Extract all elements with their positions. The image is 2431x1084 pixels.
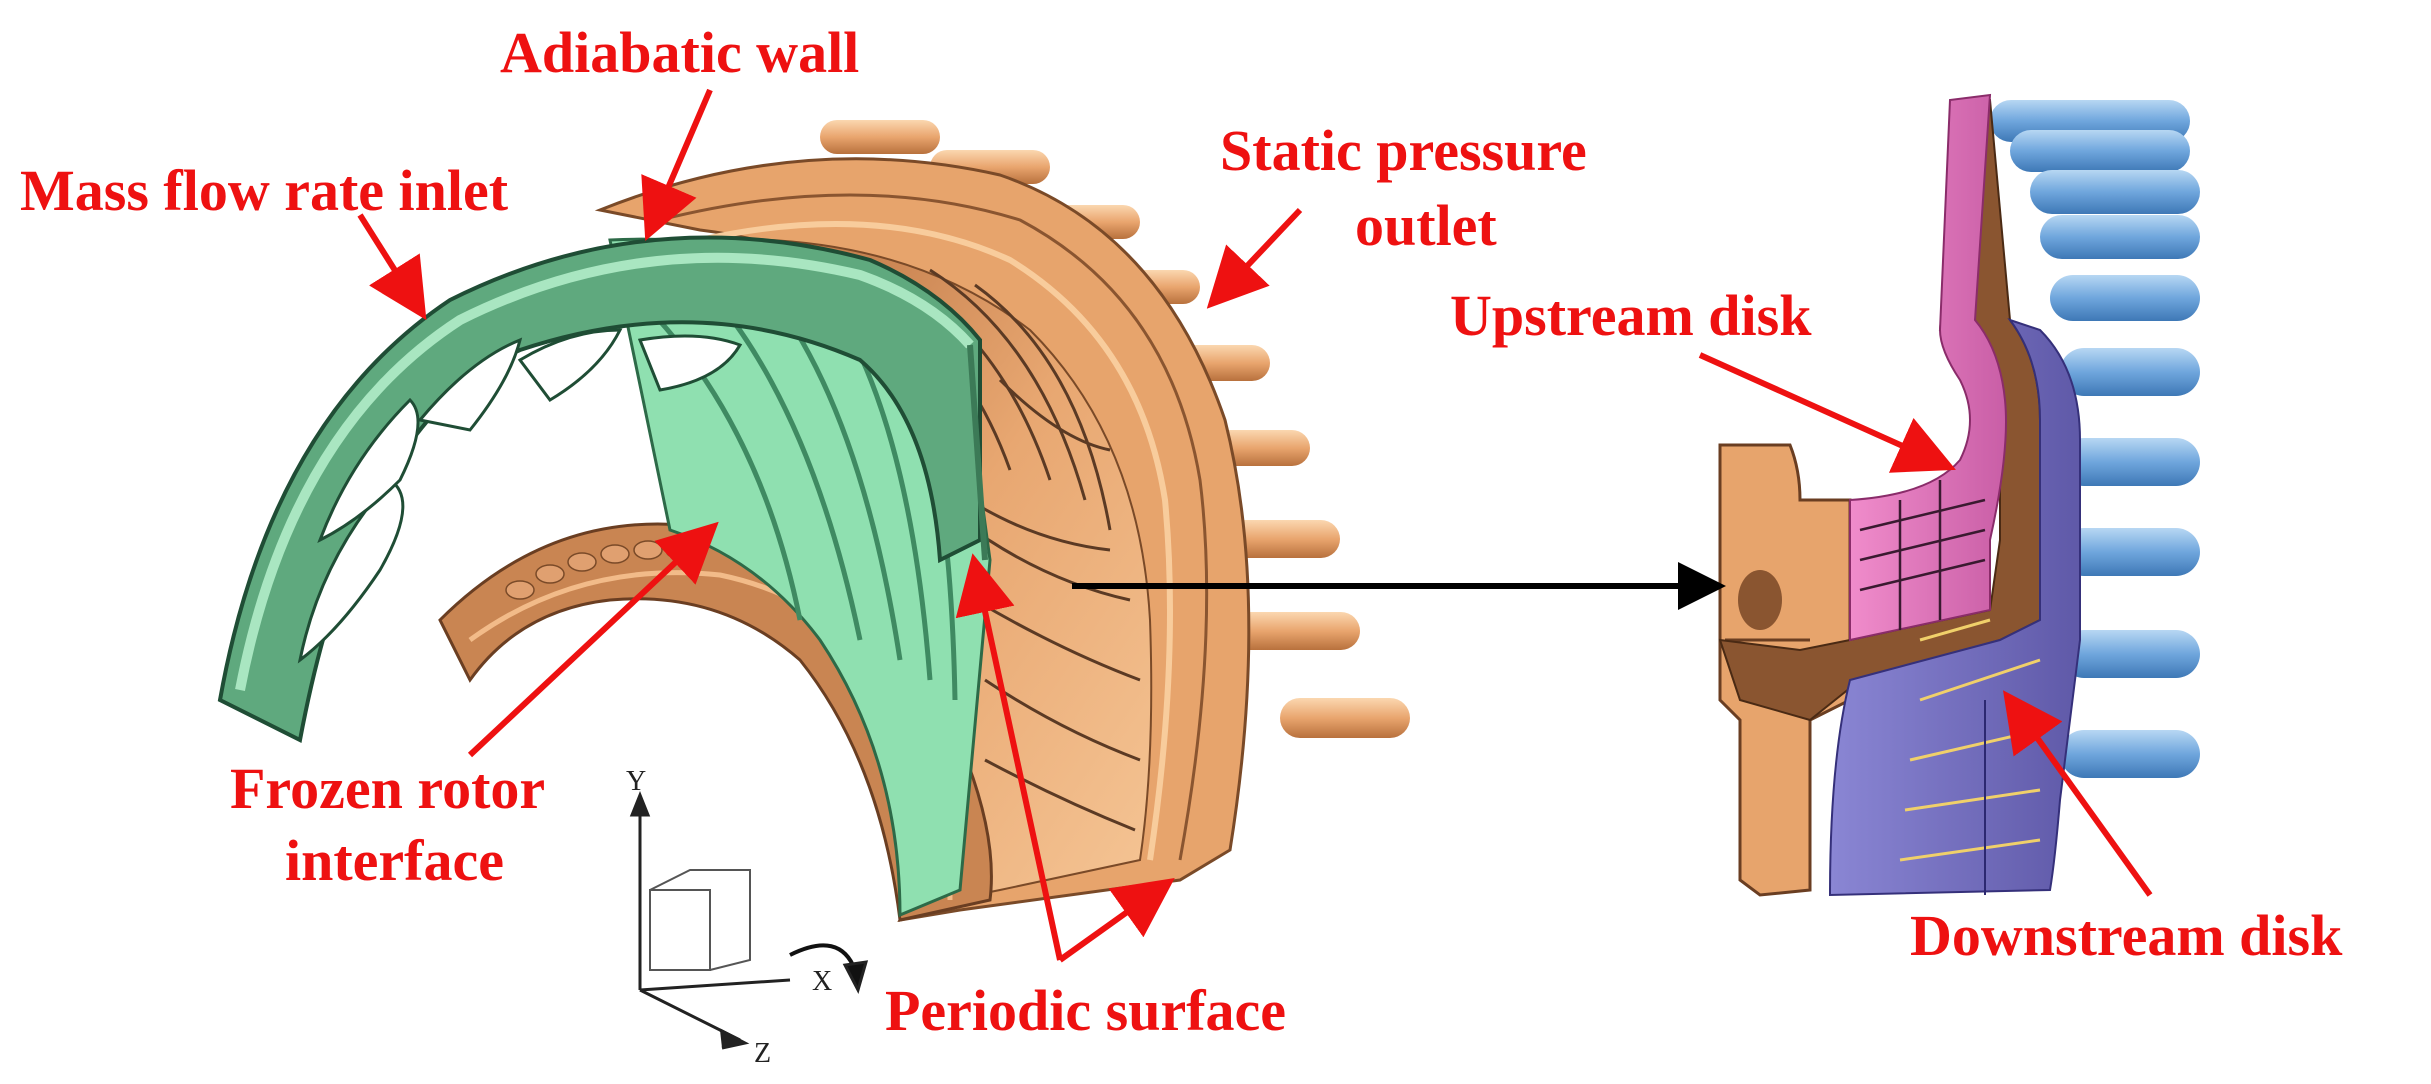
arrow-upstream-disk xyxy=(1698,352,1956,473)
label-frozen-rotor-line2: interface xyxy=(285,828,504,893)
disk-cavity-model xyxy=(1718,93,2200,897)
arrow-mass-flow-inlet xyxy=(357,213,427,321)
downstream-mesh xyxy=(1899,618,2041,862)
shroud-openings xyxy=(297,328,743,664)
arrow-frozen-rotor xyxy=(467,521,719,758)
label-periodic-surface: Periodic surface xyxy=(885,978,1286,1043)
arrow-periodic-surface-b xyxy=(1058,878,1175,963)
arrow-adiabatic-wall xyxy=(641,88,713,242)
arrow-periodic-surface-a xyxy=(955,553,1063,961)
label-downstream-disk: Downstream disk xyxy=(1910,903,2343,968)
label-mass-flow-inlet: Mass flow rate inlet xyxy=(20,158,509,223)
blue-pipes xyxy=(1990,100,2200,778)
label-static-pressure-line2: outlet xyxy=(1355,193,1497,258)
arrow-static-pressure xyxy=(1206,207,1303,309)
label-static-pressure-line1: Static pressure xyxy=(1220,118,1587,183)
coordinate-axes xyxy=(629,790,869,1050)
x-axis-line xyxy=(639,978,791,992)
upstream-disk-surface xyxy=(1849,93,2007,642)
arrow-downstream-disk xyxy=(2003,690,2153,897)
label-adiabatic-wall: Adiabatic wall xyxy=(500,20,859,85)
label-upstream-disk: Upstream disk xyxy=(1450,283,1812,348)
axis-y-label: Y xyxy=(626,766,646,797)
annotation-arrows xyxy=(357,88,2153,963)
axis-x-label: X xyxy=(812,966,832,997)
label-frozen-rotor-line1: Frozen rotor xyxy=(230,756,545,821)
stator-rotor-domain-model xyxy=(217,120,1410,922)
axis-z-label: Z xyxy=(754,1038,771,1069)
